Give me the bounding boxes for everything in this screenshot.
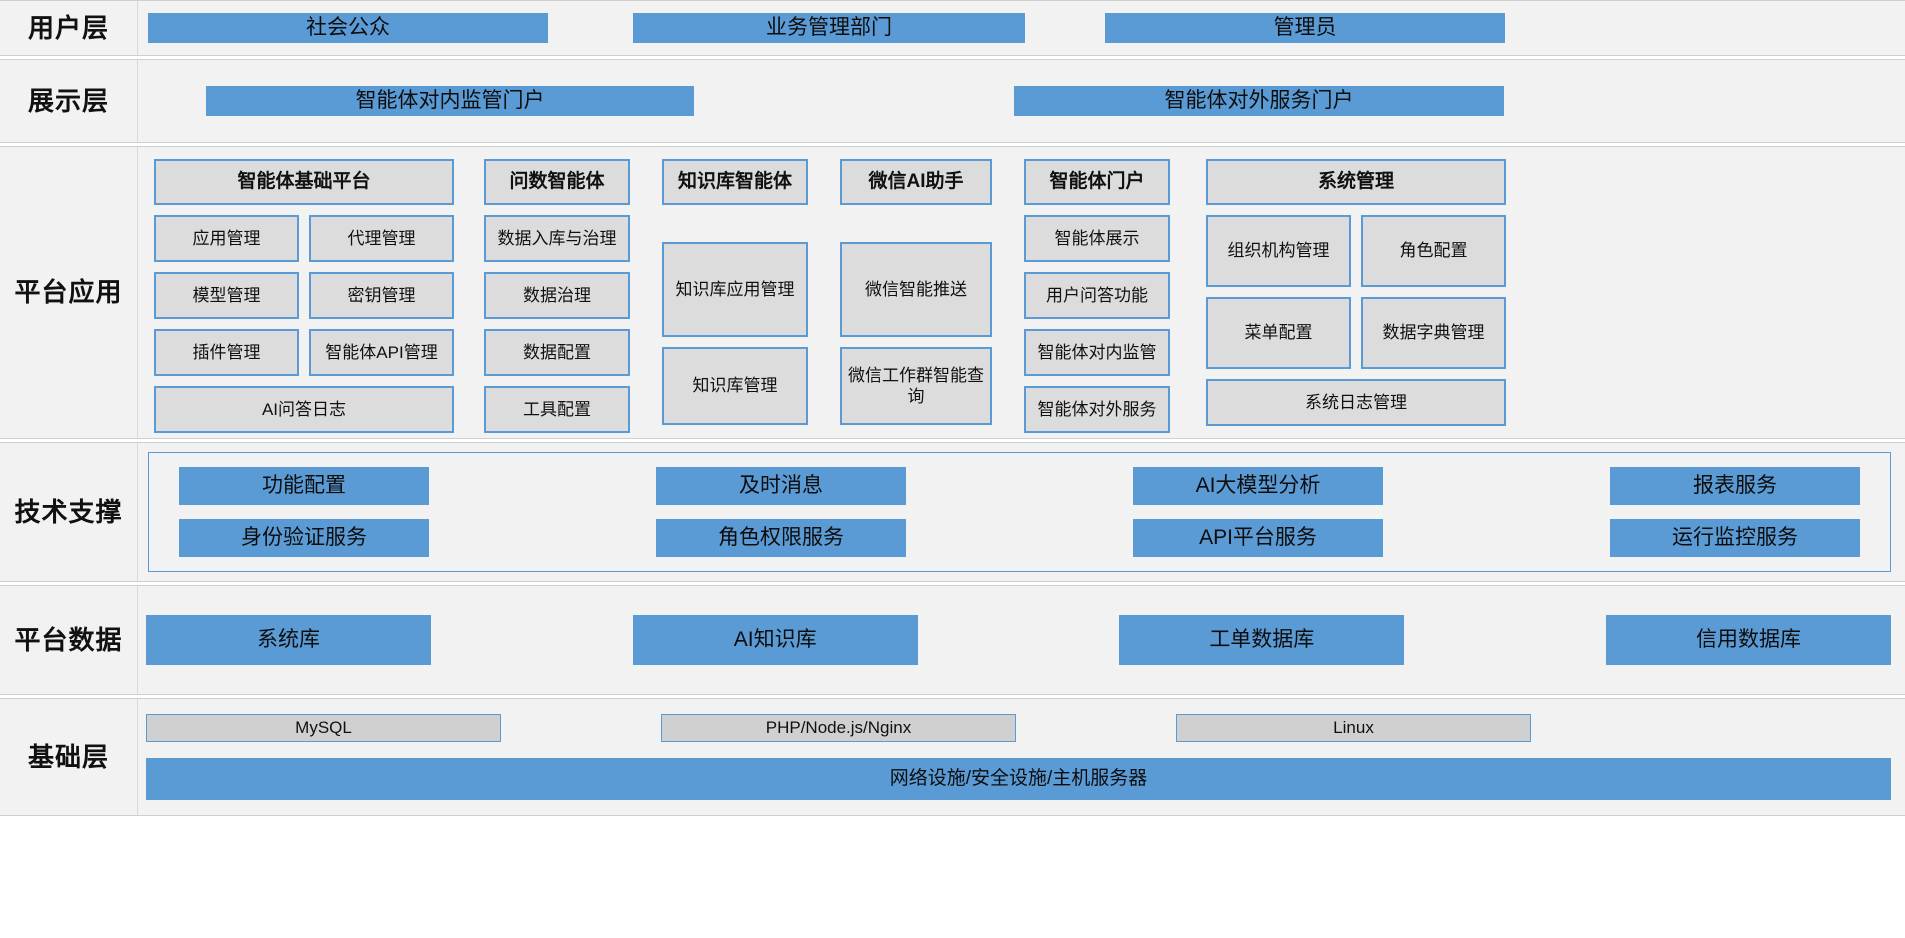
platform-column-system-management: 系统管理 组织机构管理 角色配置 菜单配置 数据字典管理 系统日志管理	[1206, 159, 1506, 426]
infra-top-row: MySQL PHP/Node.js/Nginx Linux	[146, 714, 1891, 742]
platform-item-agent-showcase[interactable]: 智能体展示	[1024, 215, 1170, 262]
platform-item-tool-config[interactable]: 工具配置	[484, 386, 630, 433]
tech-item-ai-model-analysis[interactable]: AI大模型分析	[1133, 467, 1383, 505]
platform-column-data-query-agent: 问数智能体 数据入库与治理 数据治理 数据配置 工具配置	[484, 159, 630, 433]
tech-row-2: 身份验证服务 角色权限服务 API平台服务 运行监控服务	[179, 519, 1860, 557]
infra-item-network-security-servers[interactable]: 网络设施/安全设施/主机服务器	[146, 758, 1891, 800]
platform-item-kb-app-mgmt[interactable]: 知识库应用管理	[662, 242, 808, 337]
platform-item-user-qa[interactable]: 用户问答功能	[1024, 272, 1170, 319]
layer-platform-data-label: 平台 数据	[0, 586, 138, 694]
layer-user: 用户层 社会公众 业务管理部门 管理员	[0, 0, 1905, 56]
platform-item-role-config[interactable]: 角色配置	[1361, 215, 1506, 287]
user-box-public[interactable]: 社会公众	[148, 13, 548, 43]
platform-item-data-config[interactable]: 数据配置	[484, 329, 630, 376]
platform-item-data-ingest-governance[interactable]: 数据入库与治理	[484, 215, 630, 262]
platform-item-internal-supervision[interactable]: 智能体对内监管	[1024, 329, 1170, 376]
user-box-admin[interactable]: 管理员	[1105, 13, 1505, 43]
tech-item-ops-monitor-service[interactable]: 运行监控服务	[1610, 519, 1860, 557]
platform-item-wechat-smart-push[interactable]: 微信智能推送	[840, 242, 992, 337]
platform-item-external-service[interactable]: 智能体对外服务	[1024, 386, 1170, 433]
layer-infrastructure-body: MySQL PHP/Node.js/Nginx Linux 网络设施/安全设施/…	[138, 699, 1905, 815]
platform-item-model-mgmt[interactable]: 模型管理	[154, 272, 299, 319]
tech-item-auth-service[interactable]: 身份验证服务	[179, 519, 429, 557]
platform-column-title[interactable]: 问数智能体	[484, 159, 630, 205]
layer-presentation-label: 展示层	[0, 60, 138, 142]
platform-row: 插件管理 智能体API管理	[154, 329, 454, 376]
tech-item-report-service[interactable]: 报表服务	[1610, 467, 1860, 505]
layer-platform: 平台 应用 智能体基础平台 应用管理 代理管理 模型管理 密钥管理	[0, 146, 1905, 439]
platform-item-agent-mgmt[interactable]: 代理管理	[309, 215, 454, 262]
platform-row: 组织机构管理 角色配置	[1206, 215, 1506, 287]
platform-column-title[interactable]: 智能体门户	[1024, 159, 1170, 205]
layer-platform-label: 平台 应用	[0, 147, 138, 438]
infra-item-php-node-nginx[interactable]: PHP/Node.js/Nginx	[661, 714, 1016, 742]
platform-row: 应用管理 代理管理	[154, 215, 454, 262]
layer-data-label-line2: 数据	[68, 624, 123, 655]
layer-tech-label-line1: 技术	[14, 496, 69, 527]
platform-item-plugin-mgmt[interactable]: 插件管理	[154, 329, 299, 376]
platform-item-data-dict-mgmt[interactable]: 数据字典管理	[1361, 297, 1506, 369]
layer-tech-support: 技术 支撑 功能配置 及时消息 AI大模型分析 报表服务 身份验证服务 角色权限…	[0, 442, 1905, 582]
platform-column-title[interactable]: 微信AI助手	[840, 159, 992, 205]
data-item-credit-db[interactable]: 信用数据库	[1605, 615, 1891, 665]
platform-column-wechat-ai-assistant: 微信AI助手 微信智能推送 微信工作群智能查询	[840, 159, 992, 425]
layer-user-body: 社会公众 业务管理部门 管理员	[138, 1, 1905, 55]
tech-item-instant-message[interactable]: 及时消息	[656, 467, 906, 505]
spacer	[662, 215, 808, 232]
platform-column-title[interactable]: 智能体基础平台	[154, 159, 454, 205]
layer-tech-label-line2: 支撑	[68, 496, 123, 527]
infra-item-mysql[interactable]: MySQL	[146, 714, 501, 742]
platform-item-data-governance[interactable]: 数据治理	[484, 272, 630, 319]
tech-item-function-config[interactable]: 功能配置	[179, 467, 429, 505]
platform-item-menu-config[interactable]: 菜单配置	[1206, 297, 1351, 369]
data-item-ai-knowledge-db[interactable]: AI知识库	[632, 615, 918, 665]
tech-item-api-platform-service[interactable]: API平台服务	[1133, 519, 1383, 557]
layer-data-label-line1: 平台	[14, 624, 69, 655]
platform-item-app-mgmt[interactable]: 应用管理	[154, 215, 299, 262]
layer-platform-body: 智能体基础平台 应用管理 代理管理 模型管理 密钥管理 插件管理 智能体API管…	[138, 147, 1905, 438]
tech-frame: 功能配置 及时消息 AI大模型分析 报表服务 身份验证服务 角色权限服务 API…	[148, 452, 1891, 572]
platform-item-system-log-mgmt[interactable]: 系统日志管理	[1206, 379, 1506, 426]
user-box-business-dept[interactable]: 业务管理部门	[633, 13, 1025, 43]
platform-row: 模型管理 密钥管理	[154, 272, 454, 319]
infra-item-linux[interactable]: Linux	[1176, 714, 1531, 742]
layer-presentation: 展示层 智能体对内监管门户 智能体对外服务门户	[0, 59, 1905, 143]
platform-column-title[interactable]: 知识库智能体	[662, 159, 808, 205]
data-item-system-db[interactable]: 系统库	[146, 615, 431, 665]
platform-column-agent-portal: 智能体门户 智能体展示 用户问答功能 智能体对内监管 智能体对外服务	[1024, 159, 1170, 433]
layer-presentation-body: 智能体对内监管门户 智能体对外服务门户	[138, 60, 1905, 142]
platform-item-key-mgmt[interactable]: 密钥管理	[309, 272, 454, 319]
platform-item-wechat-group-query[interactable]: 微信工作群智能查询	[840, 347, 992, 425]
layer-tech-support-body: 功能配置 及时消息 AI大模型分析 报表服务 身份验证服务 角色权限服务 API…	[138, 443, 1905, 581]
layer-tech-support-label: 技术 支撑	[0, 443, 138, 581]
platform-column-base-platform: 智能体基础平台 应用管理 代理管理 模型管理 密钥管理 插件管理 智能体API管…	[154, 159, 454, 433]
platform-column-knowledge-base-agent: 知识库智能体 知识库应用管理 知识库管理	[662, 159, 808, 425]
layer-platform-data: 平台 数据 系统库 AI知识库 工单数据库 信用数据库	[0, 585, 1905, 695]
layer-platform-data-body: 系统库 AI知识库 工单数据库 信用数据库	[138, 586, 1905, 694]
layer-platform-label-line1: 平台	[14, 277, 69, 308]
platform-item-agent-api-mgmt[interactable]: 智能体API管理	[309, 329, 454, 376]
data-item-worksheet-db[interactable]: 工单数据库	[1119, 615, 1405, 665]
spacer	[1016, 714, 1176, 742]
layer-user-label: 用户层	[0, 1, 138, 55]
tech-row-1: 功能配置 及时消息 AI大模型分析 报表服务	[179, 467, 1860, 505]
spacer	[840, 215, 992, 232]
platform-column-title[interactable]: 系统管理	[1206, 159, 1506, 205]
layer-infrastructure: 基础层 MySQL PHP/Node.js/Nginx Linux 网络设施/安…	[0, 698, 1905, 816]
tech-item-role-permission-service[interactable]: 角色权限服务	[656, 519, 906, 557]
layer-platform-label-line2: 应用	[68, 277, 123, 308]
platform-item-org-mgmt[interactable]: 组织机构管理	[1206, 215, 1351, 287]
spacer	[501, 714, 661, 742]
layer-infrastructure-label: 基础层	[0, 699, 138, 815]
platform-item-ai-qa-log[interactable]: AI问答日志	[154, 386, 454, 433]
platform-row: 菜单配置 数据字典管理	[1206, 297, 1506, 369]
platform-item-kb-mgmt[interactable]: 知识库管理	[662, 347, 808, 425]
presentation-box-internal-portal[interactable]: 智能体对内监管门户	[206, 86, 694, 116]
presentation-box-external-portal[interactable]: 智能体对外服务门户	[1014, 86, 1504, 116]
